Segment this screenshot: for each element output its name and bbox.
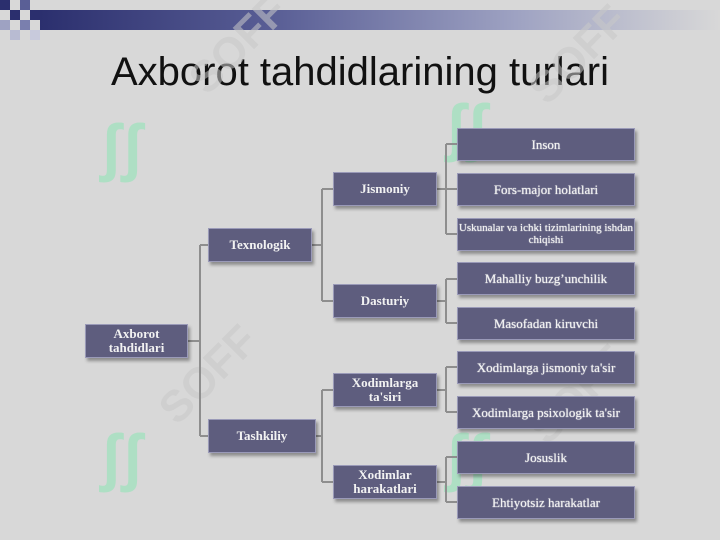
leaf-ehtiyotsiz-harakatlar: Ehtiyotsiz harakatlar xyxy=(457,486,635,519)
slide-title: Axborot tahdidlarining turlari xyxy=(110,50,610,94)
leaf-psixologik-tasir: Xodimlarga psixologik ta'sir xyxy=(457,396,635,429)
leaf-josuslik: Josuslik xyxy=(457,441,635,474)
node-texnologik: Texnologik xyxy=(208,228,312,262)
node-dasturiy: Dasturiy xyxy=(333,284,437,318)
node-xodimlar-harakatlari: Xodimlar harakatlari xyxy=(333,465,437,499)
node-jismoniy: Jismoniy xyxy=(333,172,437,206)
leaf-mahalliy-buzgunchilik: Mahalliy buzg’unchilik xyxy=(457,262,635,295)
header-decoration xyxy=(0,0,720,40)
node-tashkiliy: Tashkiliy xyxy=(208,419,316,453)
leaf-fors-major: Fors-major holatlari xyxy=(457,173,635,206)
leaf-uskunalar: Uskunalar va ichki tizimlarining ishdan … xyxy=(457,218,635,251)
leaf-inson: Inson xyxy=(457,128,635,161)
leaf-jismoniy-tasir: Xodimlarga jismoniy ta'sir xyxy=(457,351,635,384)
node-axborot-tahdidlari: Axborot tahdidlari xyxy=(85,324,188,358)
node-xodimlarga-tasiri: Xodimlarga ta'siri xyxy=(333,373,437,407)
leaf-masofadan-kiruvchi: Masofadan kiruvchi xyxy=(457,307,635,340)
